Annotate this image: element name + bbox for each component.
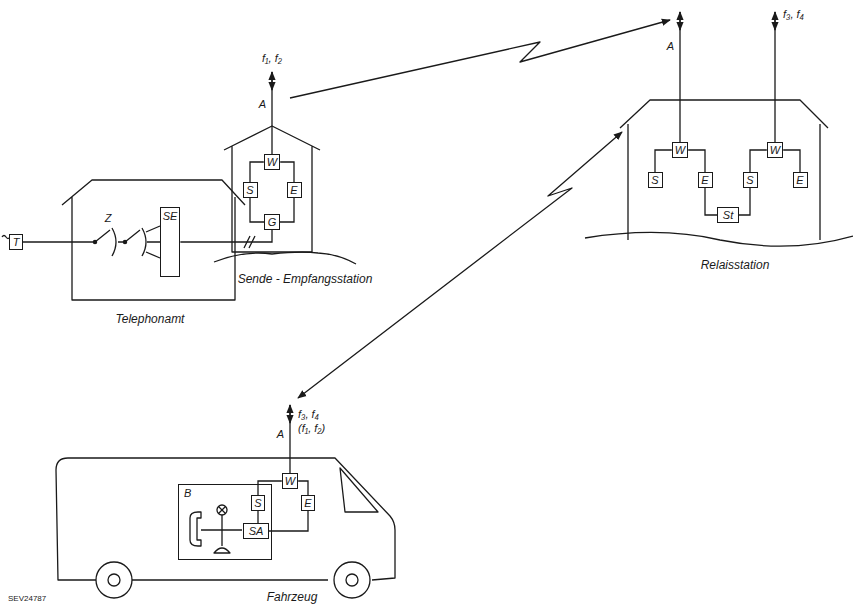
antenna-arrow bbox=[271, 72, 272, 90]
vehicle-body bbox=[56, 458, 395, 580]
selector-switch bbox=[95, 228, 146, 256]
building-label: Telephonamt bbox=[116, 312, 185, 326]
receiver-box: E bbox=[698, 172, 713, 188]
frequency-label: (f₁, f₂) bbox=[298, 422, 325, 435]
relay-building bbox=[620, 100, 828, 240]
wire-connector bbox=[655, 150, 672, 172]
box-letter: W bbox=[675, 144, 685, 156]
wheel-hub bbox=[108, 574, 120, 586]
wire-connector bbox=[250, 162, 264, 182]
frequency-label: f₁, f₂ bbox=[262, 52, 282, 65]
box-letter: E bbox=[290, 184, 297, 196]
transmitter-box: S bbox=[743, 172, 758, 188]
box-letter: E bbox=[304, 497, 311, 509]
antenna-arrow bbox=[679, 12, 680, 30]
building-label: Relaisstation bbox=[701, 258, 770, 272]
relay-antenna bbox=[680, 12, 775, 143]
antenna-arrow bbox=[774, 12, 775, 30]
vehicle-wheel bbox=[334, 562, 370, 598]
telephone-socket: T bbox=[9, 234, 23, 250]
frequency-label: f₃, f₄ bbox=[298, 408, 319, 421]
wire-connector bbox=[257, 511, 258, 523]
wire-connector bbox=[705, 188, 717, 215]
box-letter: S bbox=[651, 174, 658, 186]
control-unit-box: SA bbox=[243, 523, 269, 539]
figure-number: SEV24787 bbox=[8, 594, 46, 604]
wire-connector bbox=[688, 150, 705, 172]
box-letter: E bbox=[796, 174, 803, 186]
vehicle-window bbox=[340, 468, 378, 512]
line-unit-box: G bbox=[264, 214, 280, 230]
receiver-box: E bbox=[287, 182, 302, 198]
vehicle-label: Fahrzeug bbox=[267, 590, 318, 604]
switch-label: Z bbox=[105, 212, 112, 225]
handset-symbol bbox=[190, 512, 201, 546]
subscriber-wire bbox=[23, 241, 95, 242]
vehicle-wheel bbox=[96, 562, 132, 598]
radio-link bbox=[298, 132, 622, 398]
switching-unit: SE bbox=[160, 207, 181, 277]
receiver-box: E bbox=[793, 172, 808, 188]
transmitter-box: S bbox=[243, 182, 258, 198]
box-letter: SA bbox=[249, 525, 264, 537]
box-letter: S bbox=[254, 497, 261, 509]
wire-connector bbox=[269, 511, 308, 531]
antenna-switch-box: W bbox=[264, 154, 280, 170]
switch-contact bbox=[123, 240, 126, 243]
wire-connector bbox=[298, 481, 308, 495]
wire-connector bbox=[280, 198, 294, 222]
wire-connector bbox=[739, 188, 750, 215]
control-box: St bbox=[717, 207, 739, 223]
receiver-box: E bbox=[301, 495, 315, 511]
box-letter: B bbox=[184, 487, 191, 499]
box-letter: St bbox=[723, 209, 733, 221]
building-label: Sende - Empfangsstation bbox=[238, 272, 373, 286]
antenna-arrow bbox=[289, 405, 290, 423]
transmitter-box: S bbox=[648, 172, 663, 188]
antenna-label: A bbox=[667, 40, 674, 53]
box-letter: S bbox=[746, 174, 753, 186]
switch-contact bbox=[93, 240, 96, 243]
box-letter: W bbox=[770, 144, 780, 156]
radio-link bbox=[290, 20, 670, 98]
antenna-switch-box: W bbox=[672, 142, 688, 158]
wire-connector bbox=[750, 150, 767, 172]
box-letter: G bbox=[268, 216, 277, 228]
wire-connector bbox=[250, 198, 264, 222]
box-letter: W bbox=[285, 475, 295, 487]
station-hill bbox=[214, 252, 356, 264]
station-antenna bbox=[271, 72, 272, 155]
microphone-symbol bbox=[214, 548, 230, 553]
box-letter: W bbox=[267, 156, 277, 168]
wheel-hub bbox=[346, 574, 358, 586]
vehicle-antenna bbox=[289, 405, 290, 475]
antenna-switch-box: W bbox=[282, 473, 298, 489]
antenna-switch-box: W bbox=[767, 142, 783, 158]
box-letter: T bbox=[13, 236, 20, 248]
transmitter-box: S bbox=[251, 495, 265, 511]
antenna-label: A bbox=[259, 98, 266, 111]
box-letter: E bbox=[701, 174, 708, 186]
exchange-building bbox=[62, 180, 245, 300]
wire-connector bbox=[280, 162, 294, 182]
wire-connector bbox=[180, 230, 272, 242]
lamp-symbol bbox=[219, 507, 226, 547]
box-letter: SE bbox=[163, 210, 178, 222]
wire-connector bbox=[783, 150, 800, 172]
antenna-label: A bbox=[277, 428, 284, 441]
switch-outputs bbox=[146, 226, 160, 258]
box-letter: S bbox=[246, 184, 253, 196]
relay-hill bbox=[585, 232, 853, 246]
frequency-label: f₃, f₄ bbox=[783, 8, 804, 21]
